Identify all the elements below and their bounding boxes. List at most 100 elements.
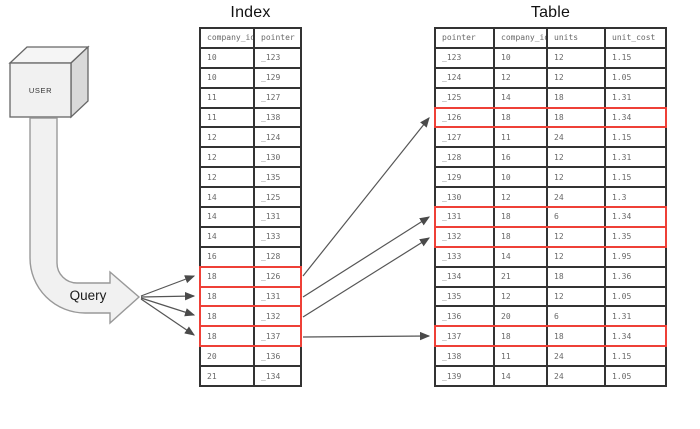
- index-table: company_id pointer 10 _123 10 _129 11 _1…: [199, 27, 302, 388]
- index-cell-pointer: _127: [253, 88, 300, 107]
- index-cell-company-id: 14: [207, 192, 217, 202]
- table-cell-units: 18: [546, 327, 604, 346]
- table-cell-pointer: _129: [442, 172, 462, 182]
- pointer-arrow-group: [302, 117, 431, 341]
- table-cell-pointer: _132: [442, 232, 462, 242]
- table-cell-company-id: 18: [493, 208, 546, 226]
- table-cell-units: 6: [546, 307, 604, 326]
- table-row: _139 14 24 1.05: [434, 365, 667, 388]
- table-cell-unit-cost: 1.15: [604, 48, 665, 67]
- table-cell-unit-cost: 1.31: [604, 148, 665, 167]
- index-row: 10 _129: [199, 66, 302, 89]
- table-row: _126 18 18 1.34: [434, 106, 667, 129]
- table-cell-units: 18: [546, 267, 604, 286]
- index-cell-company-id: 11: [207, 93, 217, 103]
- table-cell-unit-cost: 1.05: [604, 287, 665, 306]
- table-cell-units: 18: [546, 108, 604, 127]
- table-cell-company-id: 11: [493, 347, 546, 366]
- table-row: _137 18 18 1.34: [434, 325, 667, 348]
- index-cell-pointer: _132: [253, 307, 300, 326]
- index-cell-company-id: 20: [207, 351, 217, 361]
- table-cell-pointer: _123: [442, 53, 462, 63]
- table-cell-pointer: _136: [442, 311, 462, 321]
- index-cell-company-id: 10: [207, 73, 217, 83]
- index-cell-company-id: 14: [207, 212, 217, 222]
- pointer-arrow-icon: [302, 117, 430, 277]
- index-cell-company-id: 11: [207, 113, 217, 122]
- index-row: 18 _132: [199, 305, 302, 328]
- table-cell-pointer: _133: [442, 252, 462, 262]
- table-cell-units: 12: [546, 168, 604, 187]
- table-row: _124 12 12 1.05: [434, 66, 667, 89]
- table-cell-units: 12: [546, 68, 604, 87]
- index-title: Index: [230, 4, 271, 21]
- table-cell-units: 12: [546, 48, 604, 67]
- table-row: _132 18 12 1.35: [434, 225, 667, 248]
- index-cell-company-id: 16: [207, 252, 217, 262]
- query-arrow-label: Query: [69, 288, 107, 303]
- table-cell-unit-cost: 1.15: [604, 168, 665, 187]
- index-cell-pointer: _125: [253, 188, 300, 207]
- table-cell-unit-cost: 1.34: [604, 208, 665, 226]
- index-cell-pointer: _138: [253, 108, 300, 127]
- table-cell-company-id: 10: [493, 48, 546, 67]
- table-row: _134 21 18 1.36: [434, 265, 667, 288]
- index-cell-company-id: 12: [207, 152, 217, 162]
- table-cell-pointer: _131: [442, 212, 462, 222]
- index-cell-company-id: 21: [207, 371, 217, 381]
- index-row: 14 _131: [199, 206, 302, 228]
- lookup-arrow-group: [140, 275, 196, 336]
- table-row: _133 14 12 1.95: [434, 245, 667, 268]
- index-row: 18 _126: [199, 265, 302, 288]
- table-cell-company-id: 20: [493, 307, 546, 326]
- table-cell-units: 24: [546, 188, 604, 207]
- index-row: 14 _133: [199, 225, 302, 248]
- table-cell-units: 6: [546, 208, 604, 226]
- table-cell-company-id: 14: [493, 88, 546, 107]
- index-cell-company-id: 12: [207, 132, 217, 142]
- table-cell-units: 12: [546, 247, 604, 266]
- index-cell-company-id: 18: [207, 331, 217, 341]
- table-cell-unit-cost: 1.15: [604, 128, 665, 147]
- table-header-unit-cost: unit_cost: [604, 29, 665, 47]
- table-cell-unit-cost: 1.31: [604, 307, 665, 326]
- index-row: 11 _138: [199, 106, 302, 129]
- table-row: _128 16 12 1.31: [434, 146, 667, 169]
- index-cell-pointer: _126: [253, 267, 300, 286]
- table-cell-pointer: _134: [442, 272, 462, 282]
- index-cell-company-id: 14: [207, 232, 217, 242]
- table-cell-unit-cost: 1.31: [604, 88, 665, 107]
- table-header-company-id: company_id: [493, 29, 546, 47]
- table-row: _130 12 24 1.3: [434, 186, 667, 209]
- table-cell-pointer: _137: [442, 331, 462, 341]
- index-cell-pointer: _131: [253, 287, 300, 306]
- table-cell-unit-cost: 1.35: [604, 227, 665, 246]
- table-row: _125 14 18 1.31: [434, 86, 667, 109]
- table-cell-units: 18: [546, 88, 604, 107]
- index-cell-company-id: 18: [207, 292, 217, 302]
- table-cell-company-id: 12: [493, 68, 546, 87]
- index-cell-pointer: _130: [253, 148, 300, 167]
- table-cell-units: 24: [546, 367, 604, 386]
- index-cell-company-id: 18: [207, 272, 217, 282]
- table-cell-unit-cost: 1.15: [604, 347, 665, 366]
- table-cell-pointer: _128: [442, 152, 462, 162]
- table-cell-company-id: 18: [493, 108, 546, 127]
- user-cube-label: USER: [28, 85, 53, 95]
- table-header-row: pointer company_id units unit_cost: [434, 27, 667, 49]
- table-cell-pointer: _126: [442, 113, 462, 122]
- table-header-pointer: pointer: [442, 33, 476, 43]
- table-cell-company-id: 14: [493, 367, 546, 386]
- index-row: 18 _137: [199, 325, 302, 348]
- index-header-pointer: pointer: [253, 29, 300, 47]
- lookup-arrow-icon: [140, 298, 195, 336]
- data-table: pointer company_id units unit_cost _123 …: [434, 27, 667, 388]
- table-cell-unit-cost: 1.05: [604, 68, 665, 87]
- table-cell-company-id: 10: [493, 168, 546, 187]
- table-cell-company-id: 14: [493, 247, 546, 266]
- table-row: _129 10 12 1.15: [434, 166, 667, 189]
- index-row: 18 _131: [199, 285, 302, 308]
- table-rows: _123 10 12 1.15 _124 12 12 1.05 _125 14 …: [434, 46, 667, 388]
- index-cell-company-id: 12: [207, 172, 217, 182]
